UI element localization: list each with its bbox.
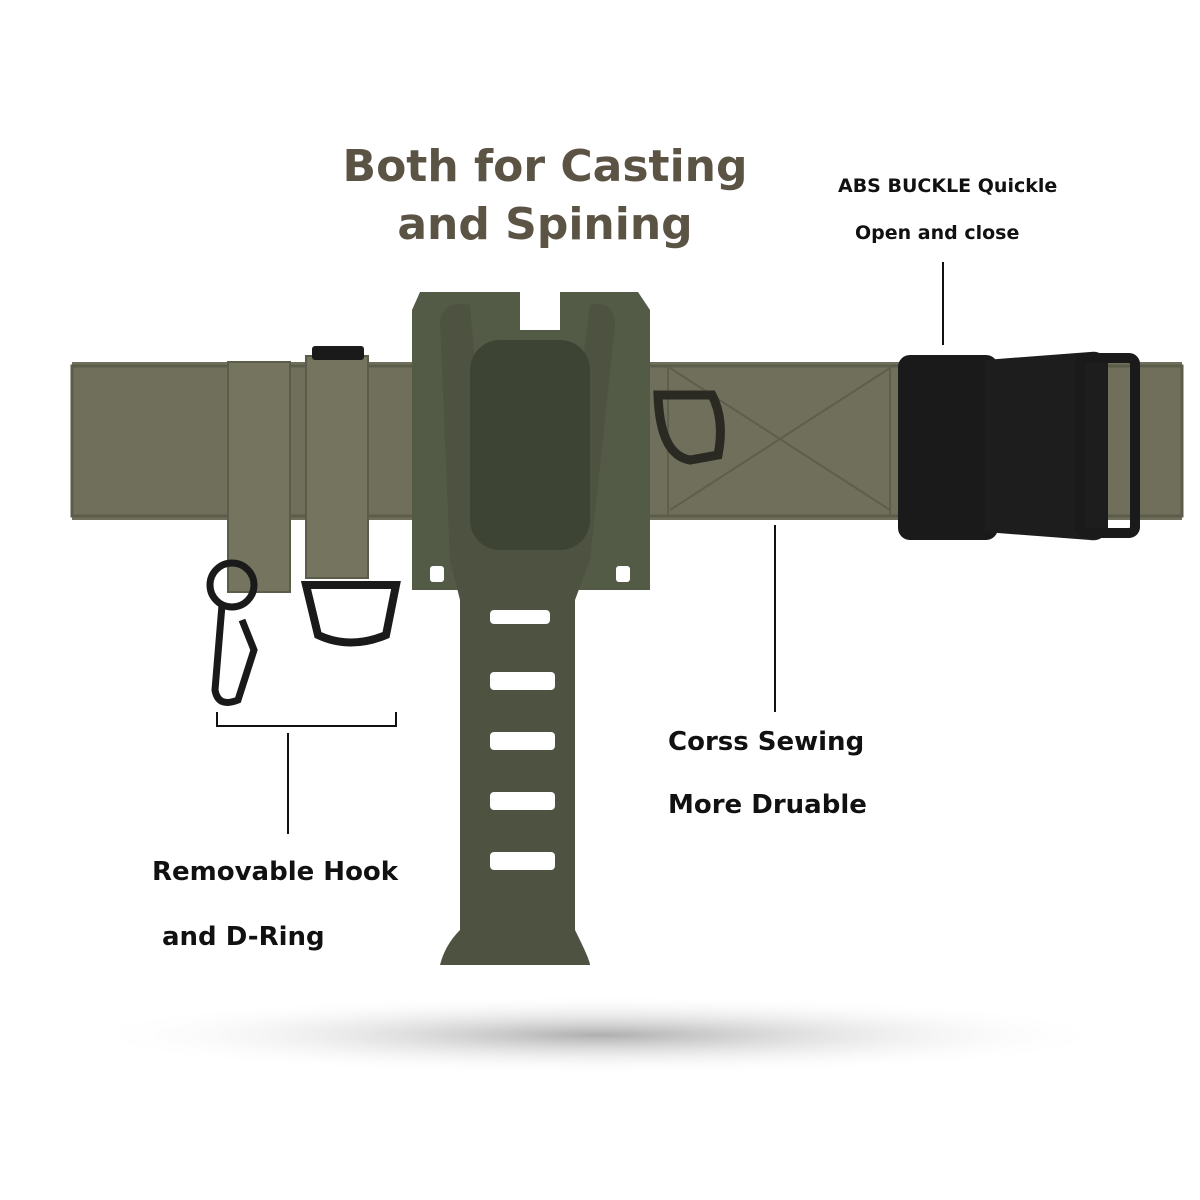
hook-strap [227,361,291,593]
headline-line2: and Spining [397,199,693,250]
headline: Both for Casting and Spining [330,138,760,254]
sewing-label-line1: Corss Sewing [668,727,865,757]
belt-d-ring [653,390,725,465]
dring-strap [305,355,369,579]
hook-callout-bracket [216,712,397,834]
floor-shadow [80,995,1120,1075]
snap-hook [206,559,258,706]
abs-buckle [898,351,1140,541]
hook-label-line1: Removable Hook [152,857,399,887]
buckle-label-line1: ABS BUCKLE Quickle [838,175,1058,197]
hook-label-line2: and D-Ring [162,922,325,952]
d-ring [300,581,401,647]
headline-line1: Both for Casting [342,141,748,192]
holder-slots [430,566,630,870]
buckle-label-line2: Open and close [855,222,1020,244]
sewing-label-line2: More Druable [668,790,867,820]
